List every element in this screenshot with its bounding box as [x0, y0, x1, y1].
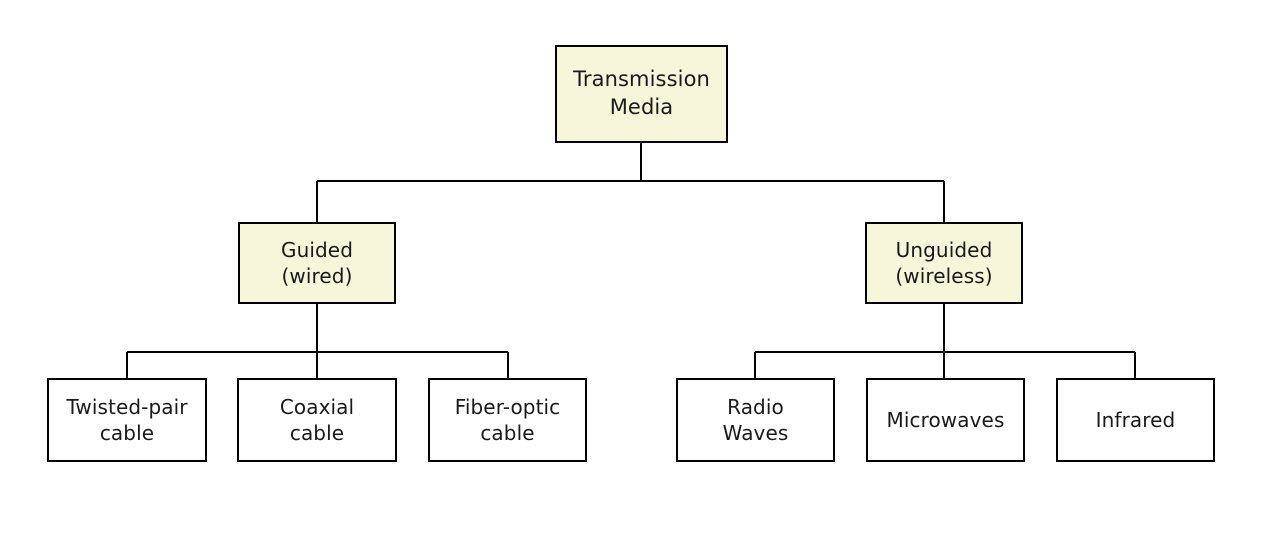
node-transmission-media-label: Transmission Media: [573, 67, 710, 119]
node-radio-waves-label: Radio Waves: [722, 394, 789, 445]
node-fiber-optic-cable-label: Fiber-optic cable: [454, 394, 561, 445]
node-twisted-pair-cable-label: Twisted-pair cable: [66, 394, 188, 445]
node-radio-waves[interactable]: Radio Waves: [676, 378, 835, 462]
node-fiber-optic-cable[interactable]: Fiber-optic cable: [428, 378, 587, 462]
node-twisted-pair-cable[interactable]: Twisted-pair cable: [47, 378, 207, 462]
node-microwaves-label: Microwaves: [886, 407, 1005, 432]
node-infrared[interactable]: Infrared: [1056, 378, 1215, 462]
node-guided-wired[interactable]: Guided (wired): [238, 222, 396, 304]
node-unguided-wireless[interactable]: Unguided (wireless): [865, 222, 1023, 304]
node-infrared-label: Infrared: [1095, 407, 1176, 432]
node-coaxial-cable-label: Coaxial cable: [279, 394, 355, 445]
node-guided-wired-label: Guided (wired): [280, 237, 354, 288]
node-microwaves[interactable]: Microwaves: [866, 378, 1025, 462]
node-transmission-media[interactable]: Transmission Media: [555, 45, 728, 143]
node-unguided-wireless-label: Unguided (wireless): [895, 237, 993, 288]
node-coaxial-cable[interactable]: Coaxial cable: [237, 378, 397, 462]
